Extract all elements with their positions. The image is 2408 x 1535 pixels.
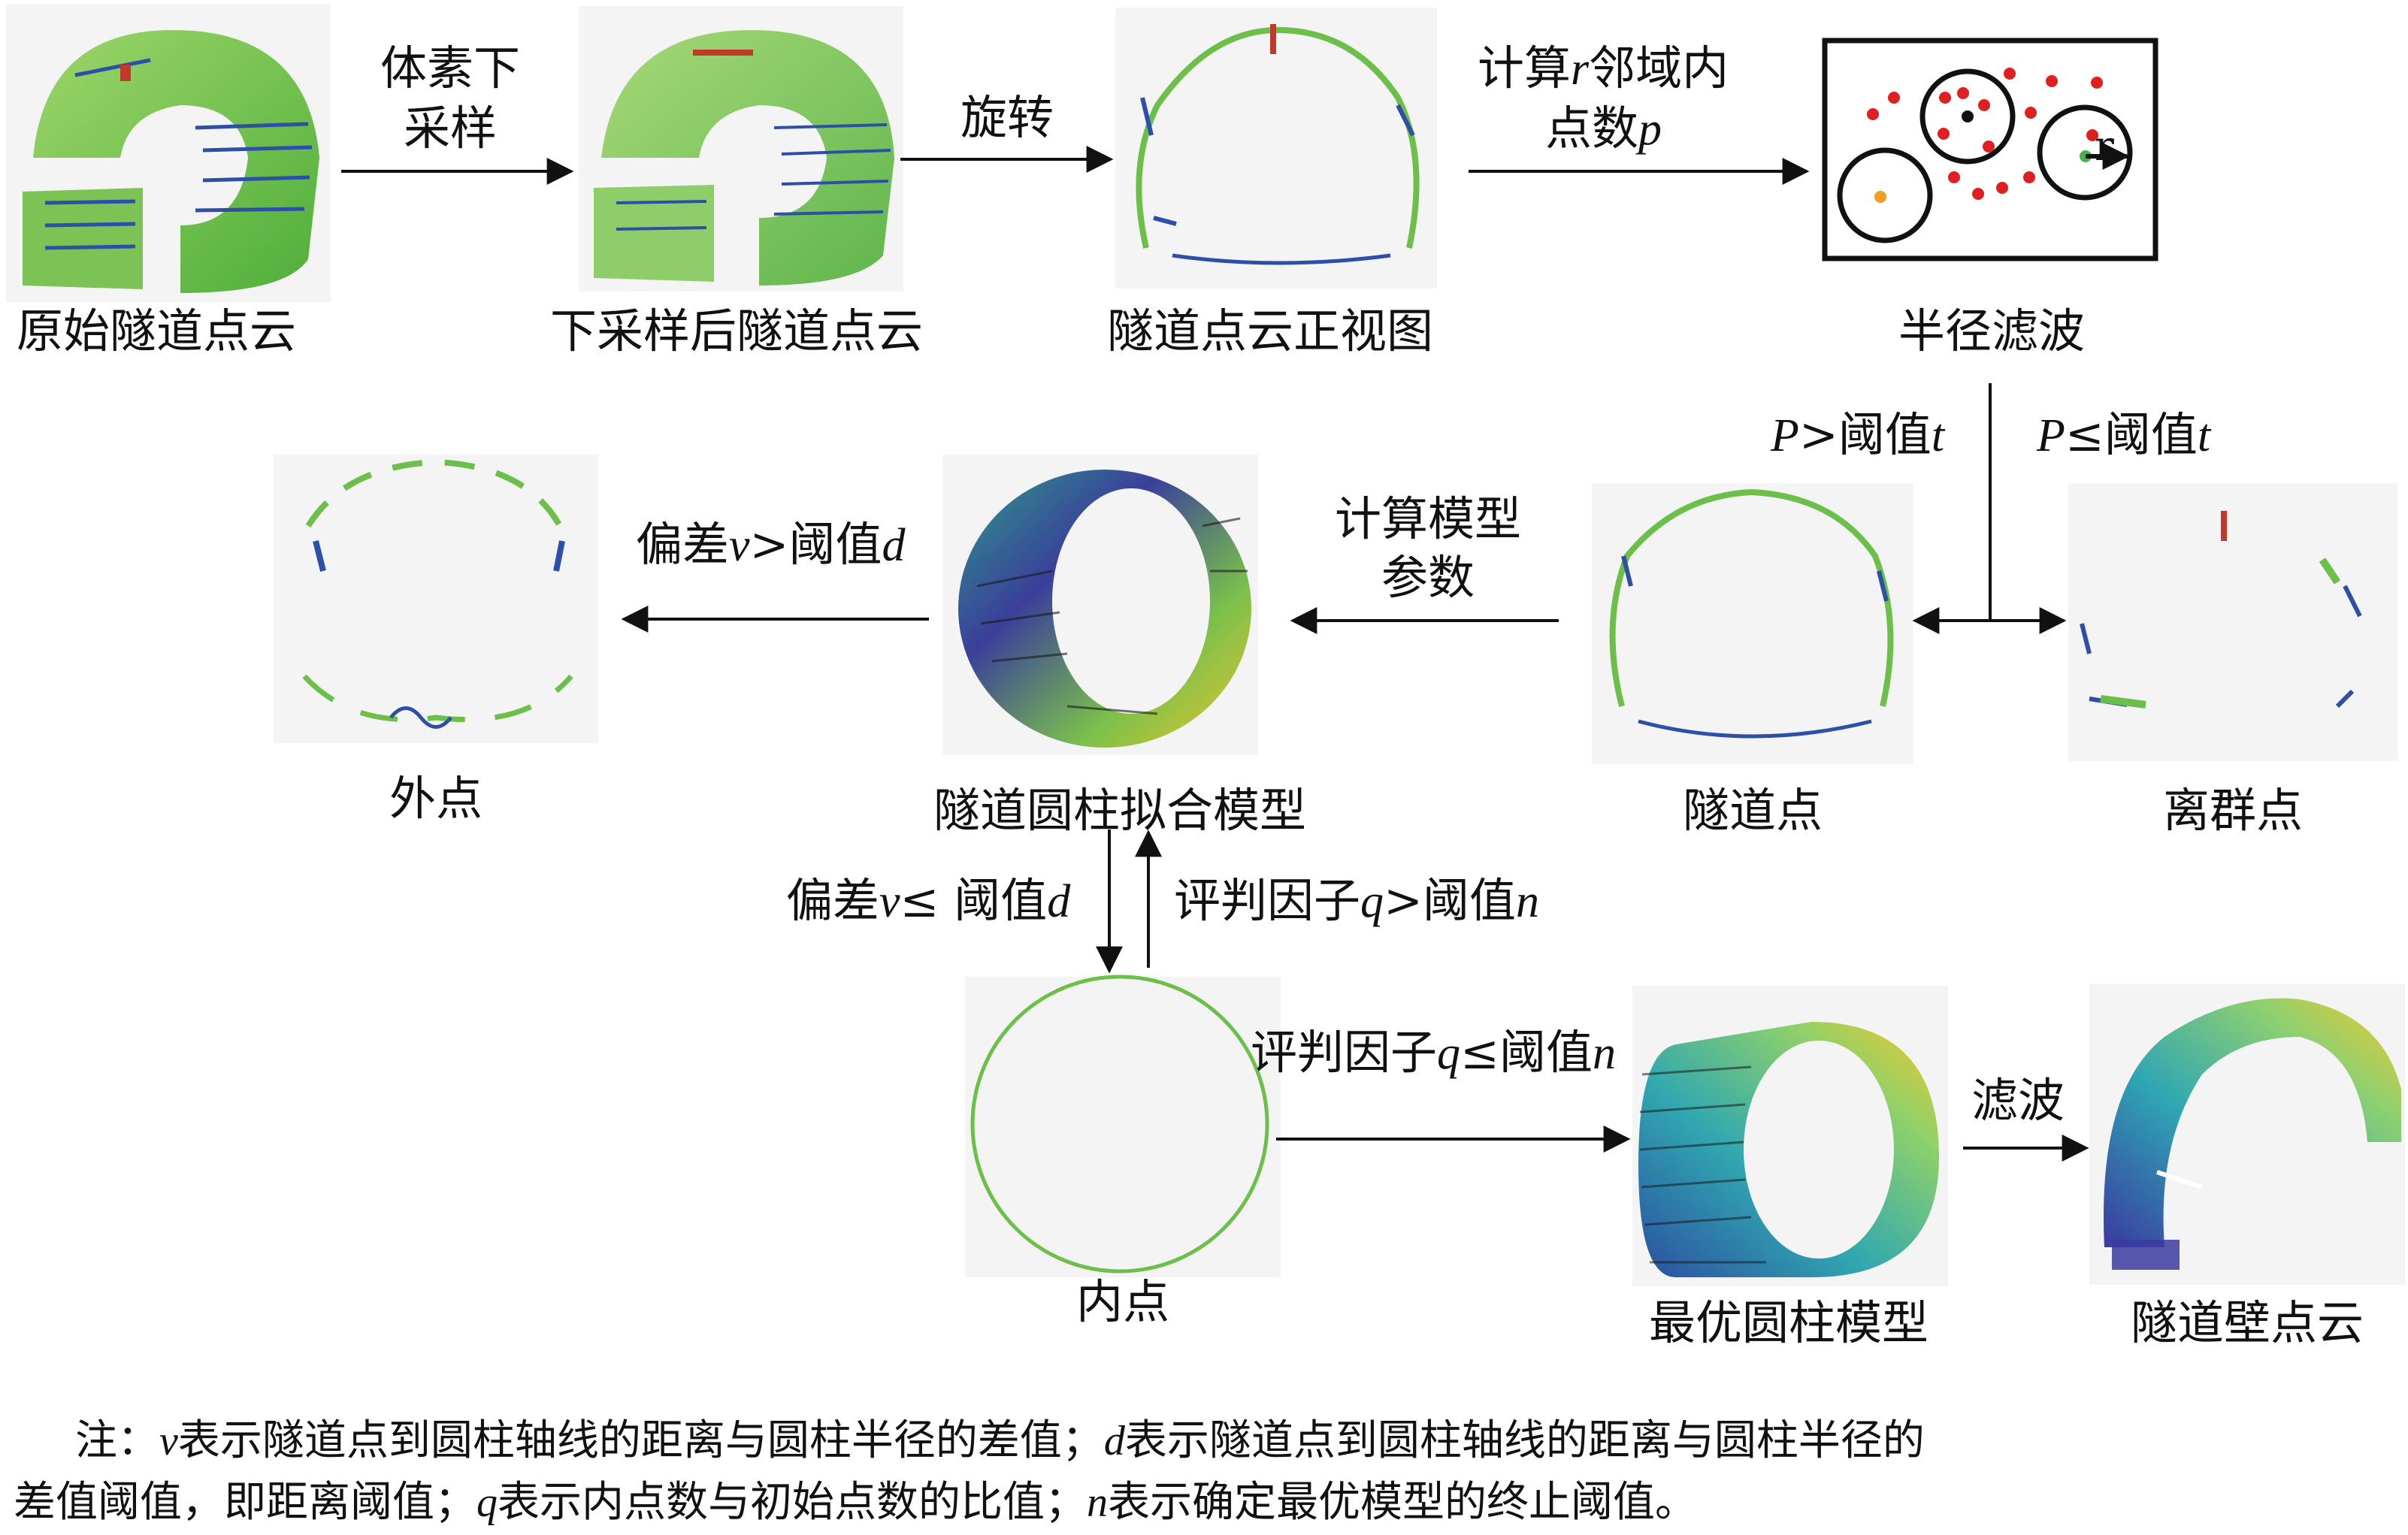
outer-points-image — [302, 458, 573, 729]
node-best-cylinder: 最优圆柱模型 — [1648, 1295, 1929, 1350]
edge-back-condition: 评判因子q>阈值n — [1174, 873, 1539, 928]
front-view-image — [1136, 24, 1420, 265]
outlier-points-panel — [2068, 483, 2397, 761]
node-raw-cloud: 原始隧道点云 — [16, 304, 296, 358]
node-outer-points: 外点 — [389, 771, 483, 826]
edge-count-line1: 计算r邻域内 — [1478, 41, 1729, 95]
best-cylinder-image — [1638, 1022, 1939, 1277]
node-downsampled-cloud: 下采样后隧道点云 — [549, 304, 923, 358]
edge-inner-condition: 偏差v≤ 阈值d — [786, 873, 1071, 928]
raw-cloud-image — [23, 30, 319, 293]
inner-points-image — [970, 974, 1269, 1274]
outer-points-panel — [274, 455, 598, 743]
downsampled-cloud-image — [594, 30, 894, 286]
node-front-view: 隧道点云正视图 — [1106, 304, 1433, 358]
edge-voxel-line2: 采样 — [403, 101, 497, 156]
fit-model-image — [958, 470, 1251, 748]
edge-drop-condition: P≤阈值t — [2037, 407, 2211, 462]
edge-voxel-line1: 体素下 — [380, 41, 520, 95]
node-cylinder-fit-model: 隧道圆柱拟合模型 — [933, 783, 1306, 838]
edge-keep-condition: P>阈值t — [1771, 407, 1945, 462]
radius-filter-illustration — [1822, 38, 2158, 261]
tunnel-points-panel — [1592, 483, 1913, 764]
edge-calc-line1: 计算模型 — [1334, 491, 1521, 546]
edge-outer-condition: 偏差v>阈值d — [636, 517, 906, 572]
wall-cloud-image — [2104, 998, 2401, 1270]
footnote-line1: 注：v表示隧道点到圆柱轴线的距离与圆柱半径的差值；d表示隧道点到圆柱轴线的距离与… — [75, 1416, 1925, 1465]
edge-filter: 滤波 — [1971, 1073, 2065, 1128]
node-inner-points: 内点 — [1075, 1274, 1169, 1329]
footnote-line2: 差值阈值，即距离阈值；q表示内点数与初始点数的比值；n表示确定最优模型的终止阈值… — [14, 1478, 1697, 1527]
arrows — [341, 146, 2089, 1162]
tunnel-points-image — [1609, 488, 1894, 739]
outlier-points-image — [2080, 511, 2362, 709]
radius-r-label: r — [2095, 122, 2114, 170]
edge-calc-line2: 参数 — [1381, 550, 1475, 605]
edge-count-line2: 点数p — [1545, 101, 1662, 156]
edge-rotate: 旋转 — [960, 90, 1054, 145]
node-outlier-points: 离群点 — [2162, 783, 2303, 838]
node-tunnel-points: 隧道点 — [1682, 783, 1823, 838]
node-radius-filter: 半径滤波 — [1898, 304, 2085, 358]
front-view-panel — [1115, 8, 1437, 289]
edge-best-condition: 评判因子q≤阈值n — [1251, 1025, 1616, 1080]
node-wall-cloud: 隧道壁点云 — [2130, 1295, 2364, 1350]
